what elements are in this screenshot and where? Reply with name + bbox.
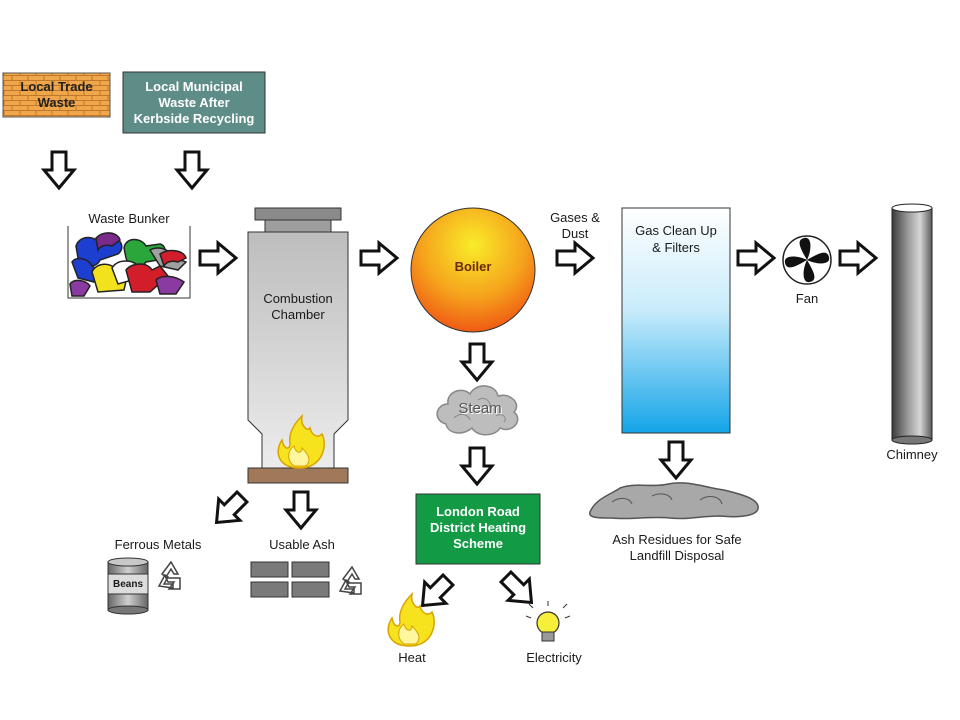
arrow-boiler-to-filters (555, 241, 595, 275)
arrow-boiler-to-steam (460, 342, 494, 382)
lightbulb-icon (525, 601, 571, 642)
boiler-label: Boiler (454, 259, 492, 274)
electricity-label: Electricity (526, 650, 582, 665)
district-heating-label-2: District Heating (429, 520, 527, 535)
ash-residues-label-2: Landfill Disposal (629, 548, 725, 563)
usable-ash-label: Usable Ash (269, 537, 335, 552)
arrow-chamber-to-usable-ash (284, 490, 318, 530)
boiler-circle (410, 207, 536, 333)
combustion-chamber-shape (247, 207, 349, 484)
arrow-chamber-to-boiler (359, 241, 399, 275)
arrow-heating-to-heat (420, 572, 456, 608)
arrow-filters-to-ash (659, 440, 693, 480)
beans-can-icon (107, 557, 149, 615)
combustion-chamber-label-2: Chamber (271, 307, 325, 322)
gases-dust-label-1: Gases & (550, 210, 600, 225)
waste-bunker-container (67, 226, 191, 299)
steam-label: Steam (458, 400, 502, 417)
arrow-steam-to-heating (460, 446, 494, 486)
ash-residues-label-1: Ash Residues for Safe (612, 532, 742, 547)
recycle-icon-ash (339, 566, 362, 595)
arrow-chamber-to-ferrous (214, 489, 250, 525)
municipal-waste-label-2: Waste After (158, 95, 230, 110)
municipal-waste-label-3: Kerbside Recycling (133, 111, 255, 126)
fan-icon (782, 235, 832, 285)
district-heating-box (415, 493, 541, 565)
ash-blocks-icon (250, 561, 330, 598)
gas-cleanup-label-1: Gas Clean Up (635, 223, 717, 238)
gas-cleanup-filter-box (621, 207, 731, 434)
gases-dust-label-2: Dust (561, 226, 589, 241)
ash-residue-pile (589, 482, 759, 520)
arrow-trade-to-bunker (42, 150, 76, 190)
arrow-bunker-to-chamber (198, 241, 238, 275)
arrow-filters-to-fan (736, 241, 776, 275)
steam-cloud (436, 385, 519, 436)
arrow-municipal-to-bunker (175, 150, 209, 190)
waste-bunker-label: Waste Bunker (88, 211, 170, 226)
district-heating-label-1: London Road (436, 504, 520, 519)
trade-waste-box (2, 72, 111, 118)
heat-label: Heat (398, 650, 426, 665)
chimney-shape (891, 203, 933, 445)
ferrous-metals-label: Ferrous Metals (114, 537, 202, 552)
arrow-fan-to-chimney (838, 241, 878, 275)
combustion-chamber-label-1: Combustion (263, 291, 333, 306)
beans-label: Beans (112, 579, 143, 590)
municipal-waste-box (122, 71, 266, 134)
recycle-icon-metals (158, 561, 181, 590)
fan-label: Fan (795, 291, 819, 306)
arrow-heating-to-electricity (498, 569, 534, 605)
trade-waste-label: Local Trade Waste (20, 79, 93, 110)
municipal-waste-label-1: Local Municipal (145, 79, 243, 94)
gas-cleanup-label-2: & Filters (652, 240, 700, 255)
chimney-label: Chimney (886, 447, 938, 462)
district-heating-label-3: Scheme (453, 536, 503, 551)
